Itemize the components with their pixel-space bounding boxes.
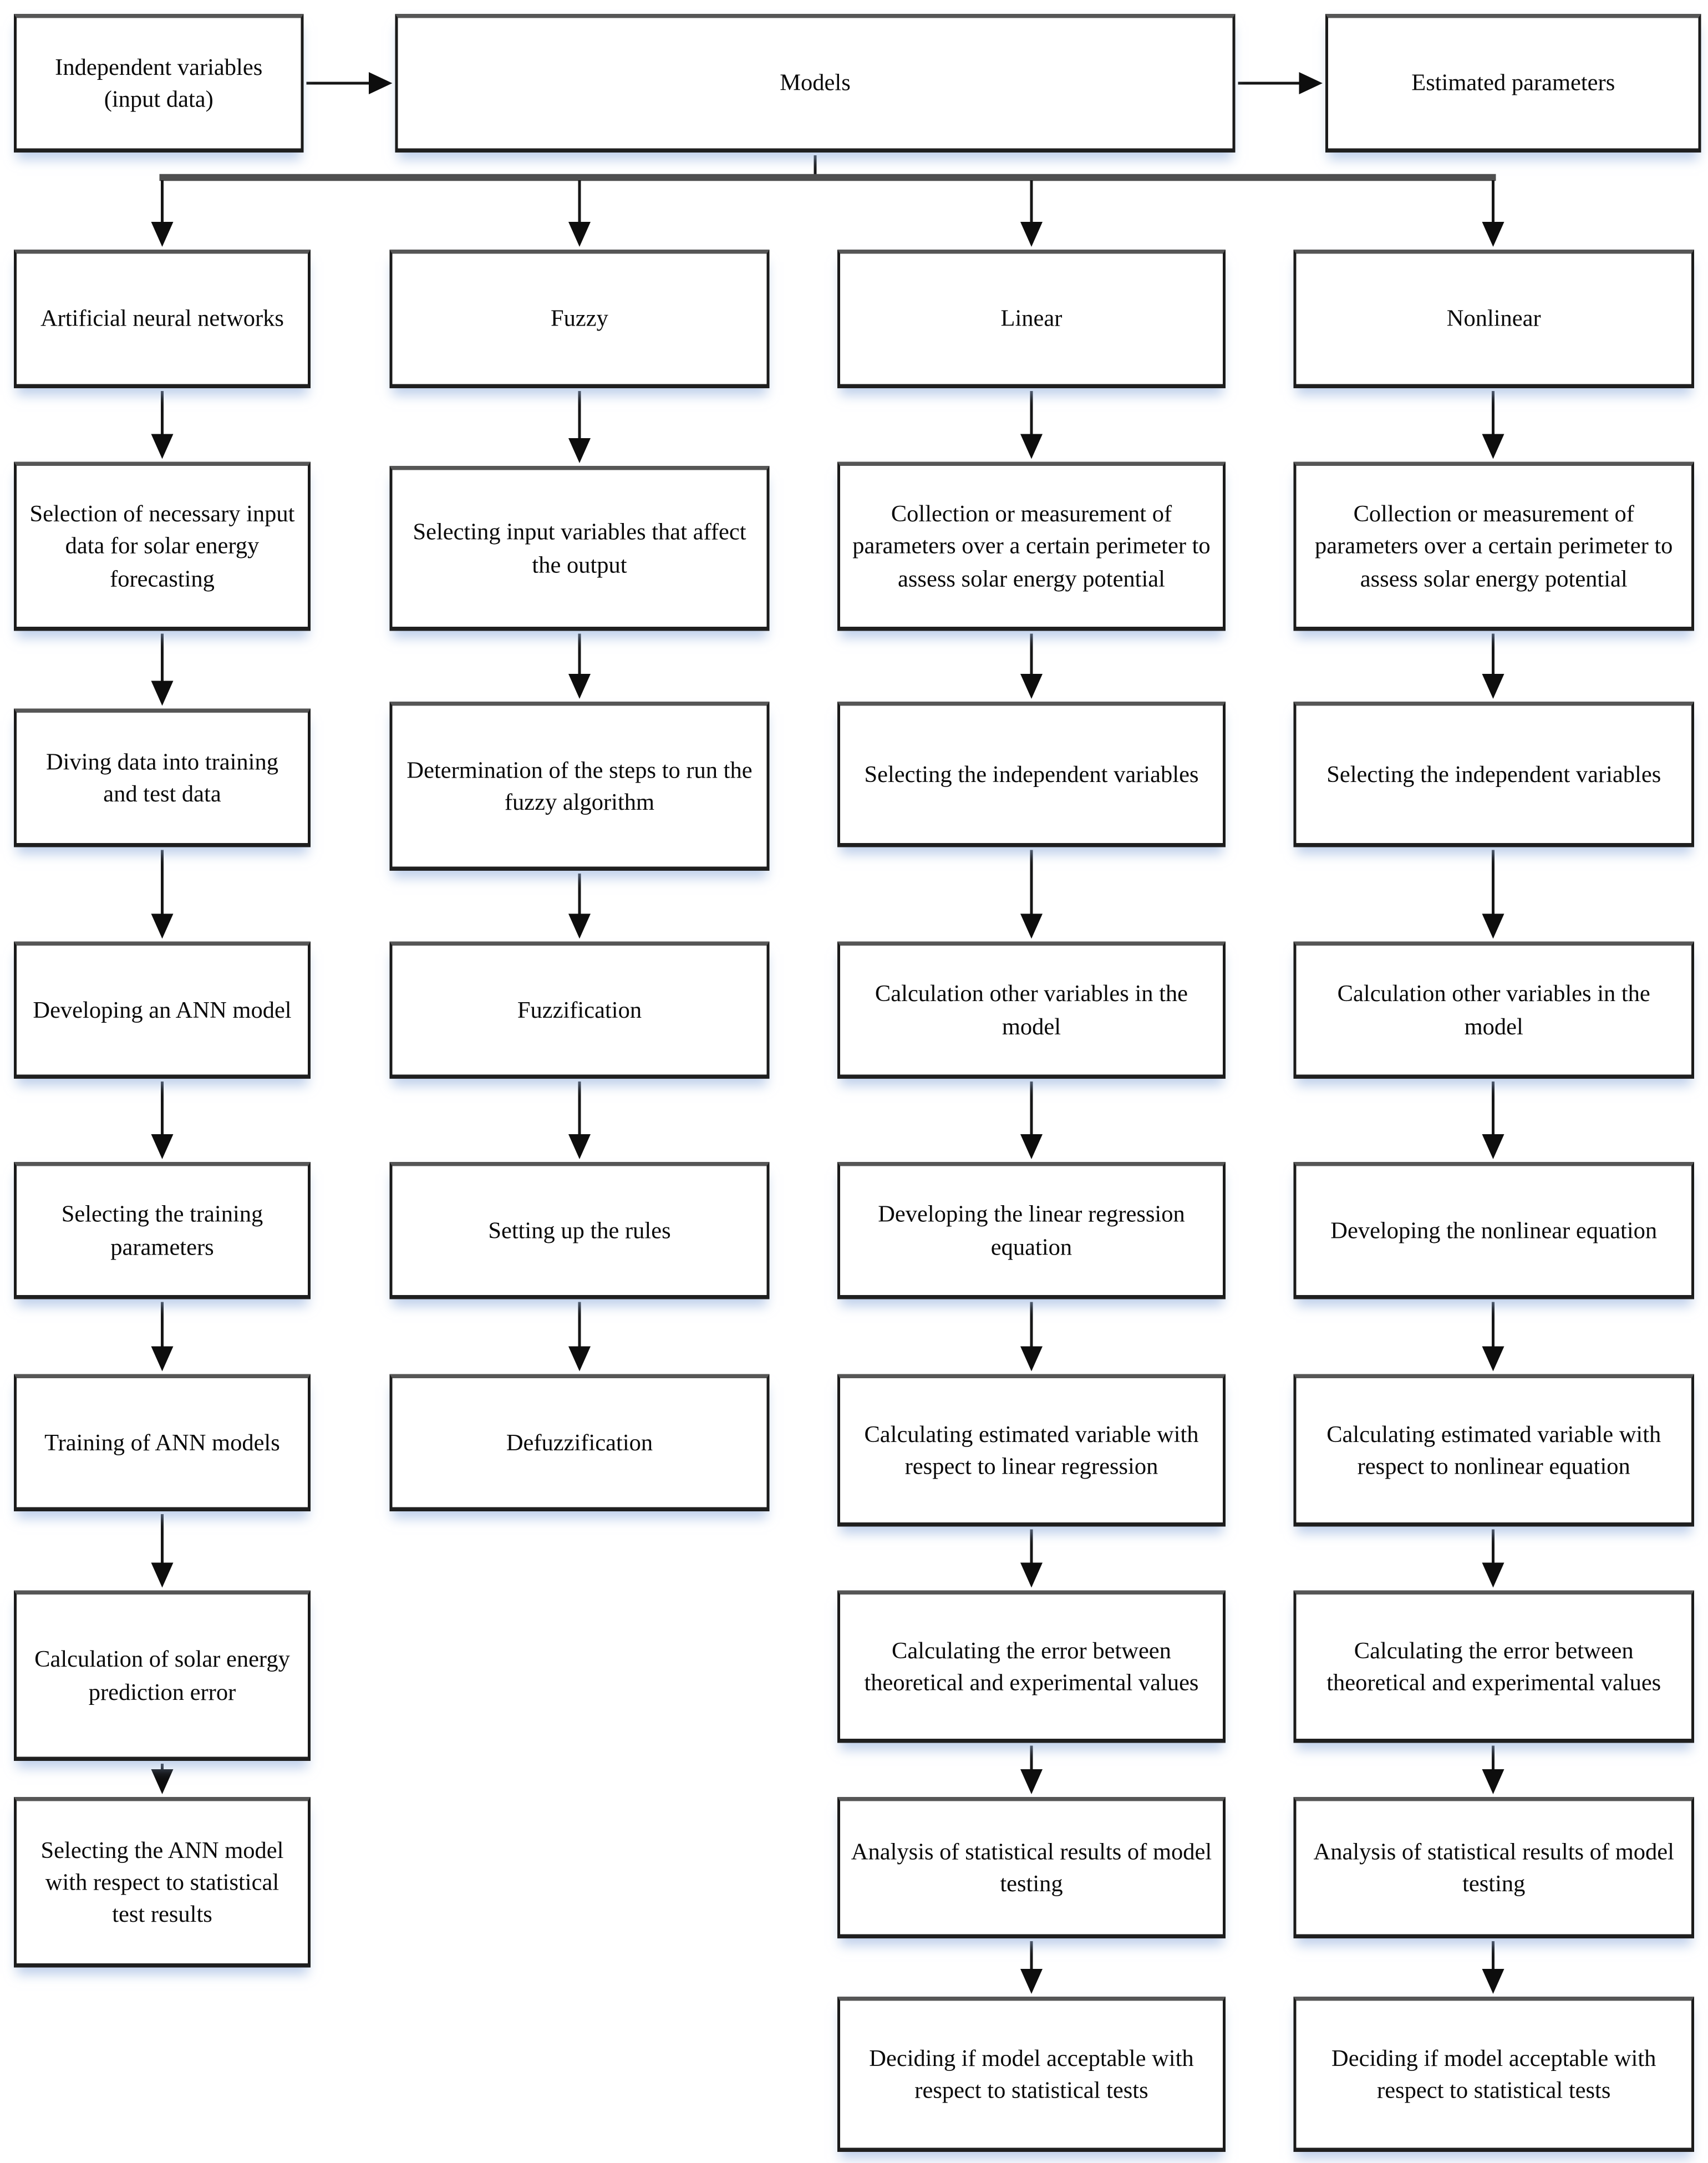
node-fuzzy-step-1: Selecting input variables that affect th… bbox=[389, 466, 770, 631]
node-ann-step-3: Developing an ANN model bbox=[14, 941, 311, 1079]
node-ann-step-7: Selecting the ANN model with respect to … bbox=[14, 1797, 311, 1968]
node-linear-step-7: Analysis of statistical results of model… bbox=[837, 1797, 1226, 1938]
node-ann-step-4: Selecting the training parameters bbox=[14, 1162, 311, 1299]
node-nonlinear-step-6: Calculating the error between theoretica… bbox=[1293, 1590, 1694, 1743]
node-ann-step-1: Selection of necessary input data for so… bbox=[14, 461, 311, 631]
node-ann-step-2: Diving data into training and test data bbox=[14, 708, 311, 847]
models-branch bbox=[151, 155, 1504, 247]
node-nonlinear-step-8: Deciding if model acceptable with respec… bbox=[1293, 1997, 1694, 2152]
node-linear-step-5: Calculating estimated variable with resp… bbox=[837, 1374, 1226, 1527]
node-fuzzy-step-2: Determination of the steps to run the fu… bbox=[389, 702, 770, 871]
node-nonlinear-step-4: Developing the nonlinear equation bbox=[1293, 1162, 1694, 1299]
ann-column-arrows bbox=[151, 391, 174, 1794]
node-nonlinear-step-2: Selecting the independent variables bbox=[1293, 702, 1694, 847]
node-ann-step-5: Training of ANN models bbox=[14, 1374, 311, 1511]
node-linear-step-1: Collection or measurement of parameters … bbox=[837, 461, 1226, 631]
node-nonlinear-header: Nonlinear bbox=[1293, 250, 1694, 388]
node-nonlinear-step-5: Calculating estimated variable with resp… bbox=[1293, 1374, 1694, 1527]
node-linear-header: Linear bbox=[837, 250, 1226, 388]
linear-column-arrows bbox=[1020, 391, 1043, 1994]
node-fuzzy-step-4: Setting up the rules bbox=[389, 1162, 770, 1299]
fuzzy-column-arrows bbox=[568, 391, 591, 1372]
node-fuzzy-step-3: Fuzzification bbox=[389, 941, 770, 1079]
node-nonlinear-step-3: Calculation other variables in the model bbox=[1293, 941, 1694, 1079]
node-linear-step-4: Developing the linear regression equatio… bbox=[837, 1162, 1226, 1299]
node-nonlinear-step-1: Collection or measurement of parameters … bbox=[1293, 461, 1694, 631]
node-estimated-parameters: Estimated parameters bbox=[1325, 14, 1701, 153]
node-fuzzy-header: Fuzzy bbox=[389, 250, 770, 388]
node-fuzzy-step-5: Defuzzification bbox=[389, 1374, 770, 1511]
top-row-arrows bbox=[306, 72, 1323, 94]
node-linear-step-2: Selecting the independent variables bbox=[837, 702, 1226, 847]
node-linear-step-3: Calculation other variables in the model bbox=[837, 941, 1226, 1079]
node-ann-step-6: Calculation of solar energy prediction e… bbox=[14, 1590, 311, 1761]
node-independent-variables: Independent variables (input data) bbox=[14, 14, 304, 153]
node-linear-step-6: Calculating the error between theoretica… bbox=[837, 1590, 1226, 1743]
nonlinear-column-arrows bbox=[1482, 391, 1504, 1994]
node-models: Models bbox=[395, 14, 1236, 153]
node-linear-step-8: Deciding if model acceptable with respec… bbox=[837, 1997, 1226, 2152]
node-nonlinear-step-7: Analysis of statistical results of model… bbox=[1293, 1797, 1694, 1938]
node-ann-header: Artificial neural networks bbox=[14, 250, 311, 388]
